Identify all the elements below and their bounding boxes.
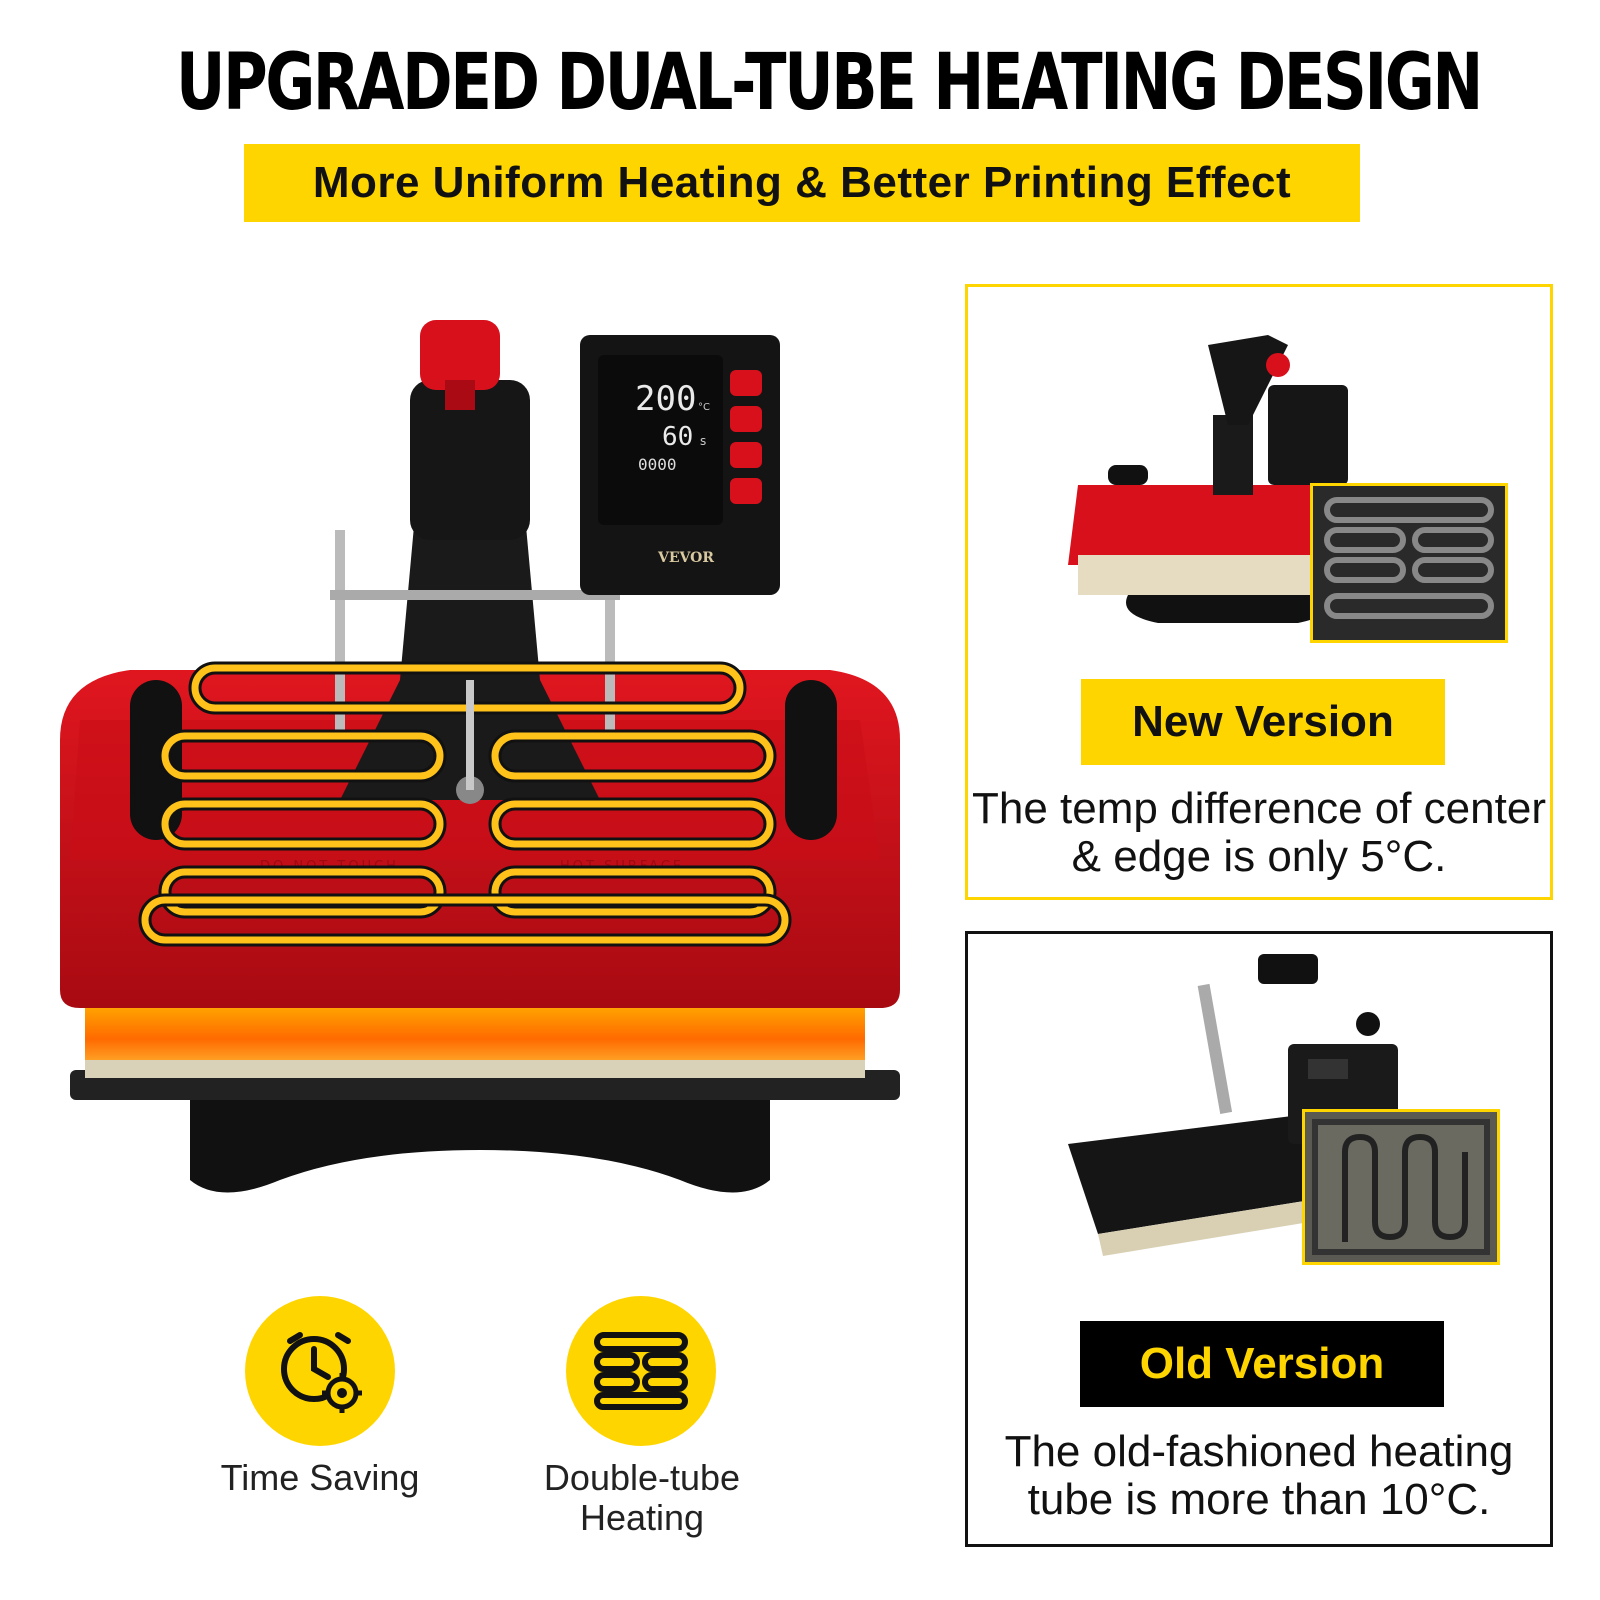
display-time: 60 bbox=[662, 422, 693, 452]
display-temperature: 200 bbox=[635, 379, 696, 419]
new-version-product-image bbox=[1068, 335, 1388, 623]
feature-double-tube-circle bbox=[566, 1296, 716, 1446]
display-count: 0000 bbox=[638, 455, 677, 474]
feature-double-tube-label: Double-tube Heating bbox=[543, 1457, 741, 1538]
control-buttons bbox=[730, 370, 762, 504]
new-version-description: The temp difference of center & edge is … bbox=[972, 784, 1546, 881]
heating-tube-icon bbox=[594, 1332, 688, 1410]
heat-press-main-image: 200 °C 60 s 0000 VEVOR DO NOT TOUCH HOT … bbox=[60, 320, 900, 1193]
feature-time-saving-label: Time Saving bbox=[220, 1457, 420, 1498]
old-version-card: Old Version The old-fashioned heating tu… bbox=[965, 931, 1553, 1547]
brand-logo: VEVOR bbox=[657, 550, 714, 566]
old-version-badge: Old Version bbox=[1080, 1321, 1444, 1407]
new-version-badge: New Version bbox=[1081, 679, 1445, 765]
display-temperature-unit: °C bbox=[698, 402, 710, 413]
page-title: UPGRADED DUAL-TUBE HEATING DESIGN bbox=[176, 38, 1483, 128]
new-heating-element-inset bbox=[1310, 483, 1508, 643]
display-time-unit: s bbox=[700, 434, 706, 448]
clock-gear-icon bbox=[281, 1332, 362, 1413]
old-version-description: The old-fashioned heating tube is more t… bbox=[1004, 1427, 1514, 1524]
subtitle-text: More Uniform Heating & Better Printing E… bbox=[312, 158, 1292, 207]
subtitle-banner: More Uniform Heating & Better Printing E… bbox=[244, 144, 1360, 222]
feature-time-saving-circle bbox=[245, 1296, 395, 1446]
feature-double-tube bbox=[566, 1296, 716, 1446]
old-heating-element-inset bbox=[1302, 1109, 1500, 1265]
new-version-card: New Version The temp difference of cente… bbox=[965, 284, 1553, 900]
feature-time-saving bbox=[245, 1296, 395, 1446]
